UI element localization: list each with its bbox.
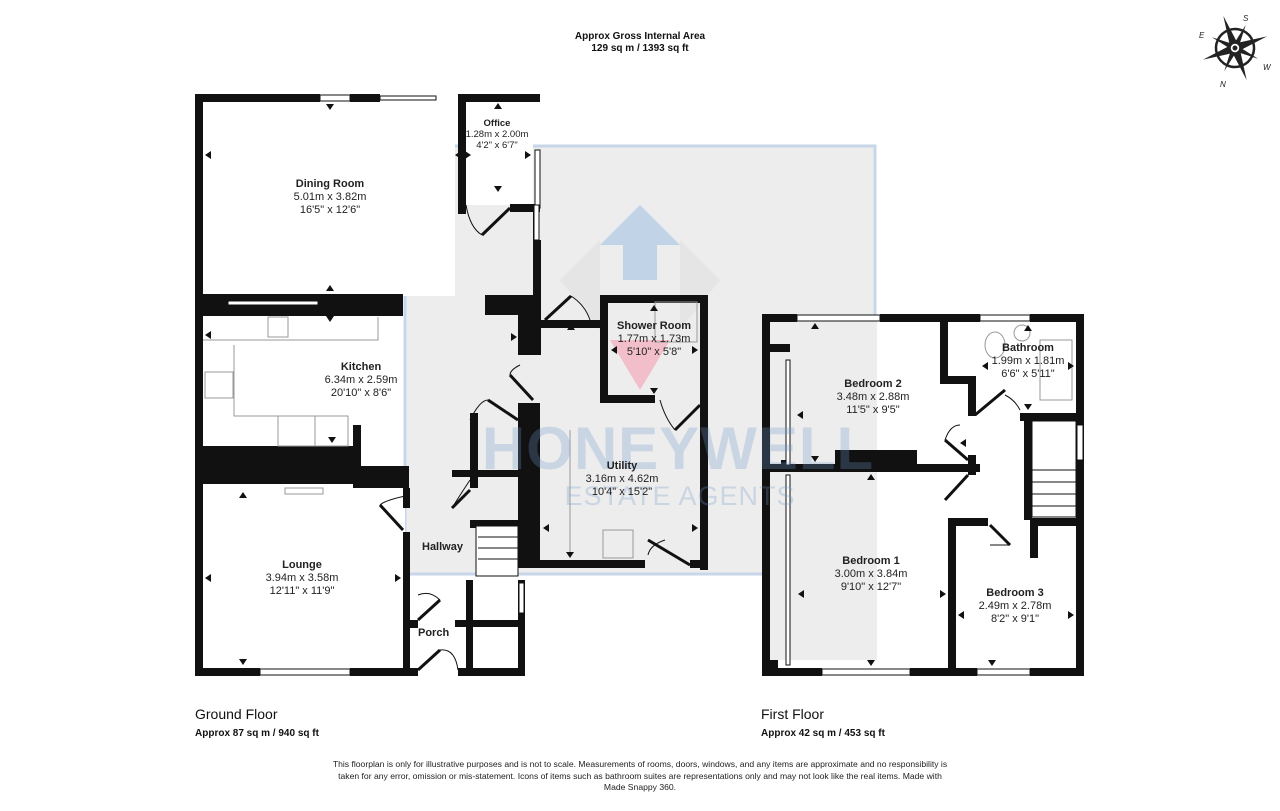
room-name: Bedroom 3 [986,587,1044,599]
room-imperial: 5'10" x 5'8" [626,346,682,358]
room-imperial: 6'6" x 5'11" [1001,368,1055,380]
room-metric: 5.01m x 3.82m [293,191,367,203]
room-name: Lounge [282,559,322,571]
room-imperial: 9'10" x 12'7" [840,581,902,593]
room-imperial: 16'5" x 12'6" [299,204,361,216]
room-name: Bathroom [1002,342,1054,354]
room-metric: 3.16m x 4.62m [585,473,659,485]
room-imperial: 12'11" x 11'9" [269,585,335,597]
room-name: Bedroom 1 [842,555,900,567]
room-imperial: 8'2" x 9'1" [990,613,1040,625]
room-imperial: 11'5" x 9'5" [846,404,900,416]
room-name: Utility [606,460,638,472]
room-dining-room: Dining Room 5.01m x 3.82m 16'5" x 12'6" [294,178,367,217]
gross-area-title: Approx Gross Internal Area [574,31,706,42]
room-bedroom-2: Bedroom 2 3.48m x 2.88m 11'5" x 9'5" [837,378,910,417]
room-bedroom-1: Bedroom 1 3.00m x 3.84m 9'10" x 12'7" [835,555,908,594]
room-imperial: 4'2" x 6'7" [476,140,518,151]
room-name: Shower Room [617,320,691,332]
room-utility: Utility 3.16m x 4.62m 10'4" x 15'2" [586,460,659,499]
gross-internal-area: Approx Gross Internal Area 129 sq m / 13… [540,31,740,55]
disclaimer-text: This floorplan is only for illustrative … [332,759,948,792]
watermark-subtitle: ESTATE AGENTS [564,481,796,511]
room-name: Bedroom 2 [844,378,902,390]
room-shower-room: Shower Room 1.77m x 1.73m 5'10" x 5'8" [617,320,691,359]
room-imperial: 10'4" x 15'2" [591,486,653,498]
house-arrow-logo-icon [560,205,720,390]
first-floor-area: Approx 42 sq m / 453 sq ft [761,728,885,739]
room-lounge: Lounge 3.94m x 3.58m 12'11" x 11'9" [266,559,339,598]
compass-s: S [1243,14,1249,23]
room-name: Kitchen [340,361,382,373]
compass-e: E [1199,31,1205,40]
room-name: Dining Room [295,178,365,190]
ground-floor-title: Ground Floor [195,706,278,722]
compass-rose-icon: N S E W [1199,14,1272,88]
room-name: Office [483,118,511,129]
room-metric: 6.34m x 2.59m [324,374,398,386]
room-imperial: 20'10" x 8'6" [330,387,392,399]
room-metric: 3.00m x 3.84m [834,568,908,580]
room-bathroom: Bathroom 1.99m x 1.81m 6'6" x 5'11" [992,342,1065,381]
room-bedroom-3: Bedroom 3 2.49m x 2.78m 8'2" x 9'1" [979,587,1052,626]
watermark-brand: HONEYWELL [481,415,875,482]
compass-w: W [1263,63,1272,72]
gross-area-value: 129 sq m / 1393 sq ft [591,43,689,54]
room-metric: 3.48m x 2.88m [836,391,910,403]
room-office: Office 1.28m x 2.00m 4'2" x 6'7" [466,118,529,151]
room-metric: 1.99m x 1.81m [991,355,1065,367]
room-metric: 1.77m x 1.73m [617,333,691,345]
compass-n: N [1220,80,1226,88]
room-porch: Porch [418,627,450,639]
room-kitchen: Kitchen 6.34m x 2.59m 20'10" x 8'6" [325,361,398,400]
room-metric: 3.94m x 3.58m [265,572,339,584]
room-hallway: Hallway [422,541,463,553]
room-metric: 1.28m x 2.00m [465,129,529,140]
first-floor-title: First Floor [761,706,824,722]
ground-floor-area: Approx 87 sq m / 940 sq ft [195,728,319,739]
room-metric: 2.49m x 2.78m [978,600,1052,612]
